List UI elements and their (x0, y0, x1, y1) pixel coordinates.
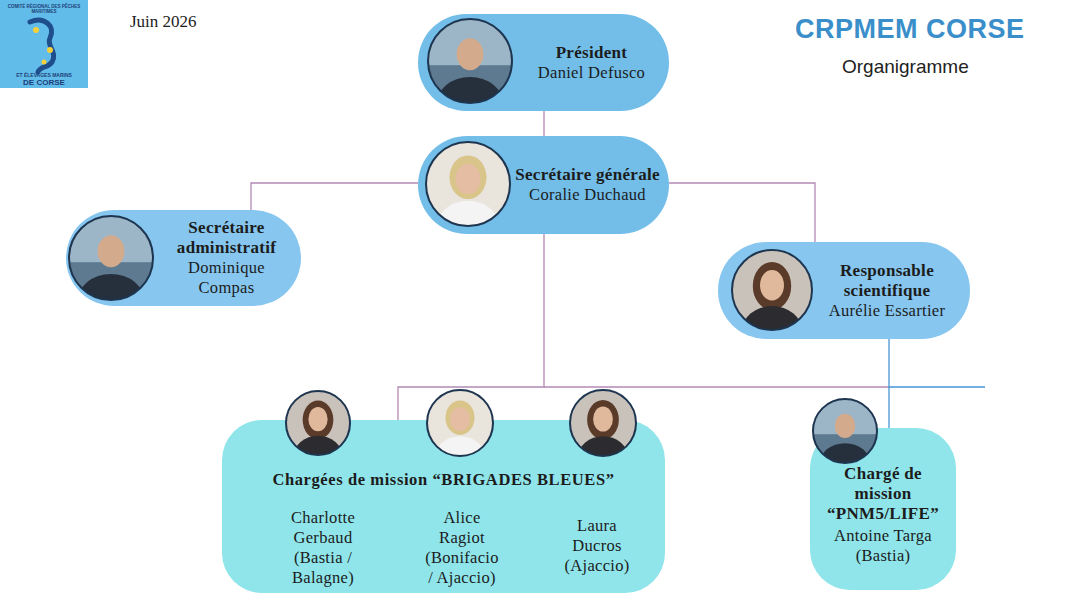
photo (427, 390, 493, 456)
team-box: Chargé de mission “PNM5/LIFE”Antoine Tar… (810, 428, 956, 590)
photo (813, 399, 877, 463)
person-name: Laura Ducros (Ajaccio) (560, 516, 634, 576)
role-title: Responsable scientifique (814, 261, 960, 301)
person-name: Antoine Targa (Bastia) (824, 526, 942, 566)
logo-text: COMITÉ RÉGIONAL DES PÊCHES MARITIMES (2, 4, 86, 14)
role-title: Chargé de mission “PNM5/LIFE” (824, 464, 942, 524)
role-title: Secrétaire générale (515, 165, 660, 185)
org-connector (669, 183, 815, 242)
photo (286, 391, 350, 455)
org-connector (888, 339, 889, 428)
role-pill: PrésidentDaniel Defusco (418, 14, 669, 111)
team-box: Chargées de mission “BRIGADES BLEUES” Cha… (222, 420, 665, 593)
text-area: Secrétaire généraleCoralie Duchaud (514, 136, 661, 234)
role-title: Président (556, 43, 628, 63)
branch-line (889, 386, 985, 387)
logo (0, 0, 88, 88)
role-pill: Responsable scientifiqueAurélie Essartie… (718, 242, 970, 339)
person-name: Charlotte Gerbaud (Bastia / Balagne) (282, 508, 364, 588)
person-name: Alice Ragiot (Bonifacio / Ajaccio) (422, 508, 502, 588)
photo (732, 250, 812, 330)
text-area: Responsable scientifiqueAurélie Essartie… (814, 242, 960, 339)
text-area: Secrétaire administratifDominique Compas (158, 210, 295, 306)
text-area: PrésidentDaniel Defusco (522, 14, 661, 111)
person-name: Dominique Compas (158, 258, 295, 298)
person-name: Coralie Duchaud (529, 185, 646, 205)
text-area: Chargé de mission “PNM5/LIFE”Antoine Tar… (824, 464, 942, 582)
branch-line (544, 386, 889, 387)
logo-text: DE CORSE (2, 78, 86, 87)
chart-title: CRPMEM CORSE (795, 14, 1025, 45)
role-title: Secrétaire administratif (158, 218, 295, 258)
photo (426, 142, 510, 226)
photo (69, 216, 153, 300)
role-pill: Secrétaire administratifDominique Compas (66, 210, 301, 306)
person-name: Daniel Defusco (538, 63, 645, 83)
role-title: Chargées de mission “BRIGADES BLEUES” (232, 470, 655, 490)
logo-text: ET ÉLEVAGES MARINS (2, 72, 86, 78)
photo (428, 19, 512, 103)
person-name: Aurélie Essartier (829, 301, 945, 321)
org-connector (398, 234, 544, 420)
org-connector (543, 111, 544, 136)
role-pill: Secrétaire généraleCoralie Duchaud (418, 136, 669, 234)
date-label: Juin 2026 (130, 12, 197, 32)
org-connector (251, 183, 418, 210)
subtitle-label: Organigramme (842, 56, 969, 78)
photo (570, 390, 636, 456)
